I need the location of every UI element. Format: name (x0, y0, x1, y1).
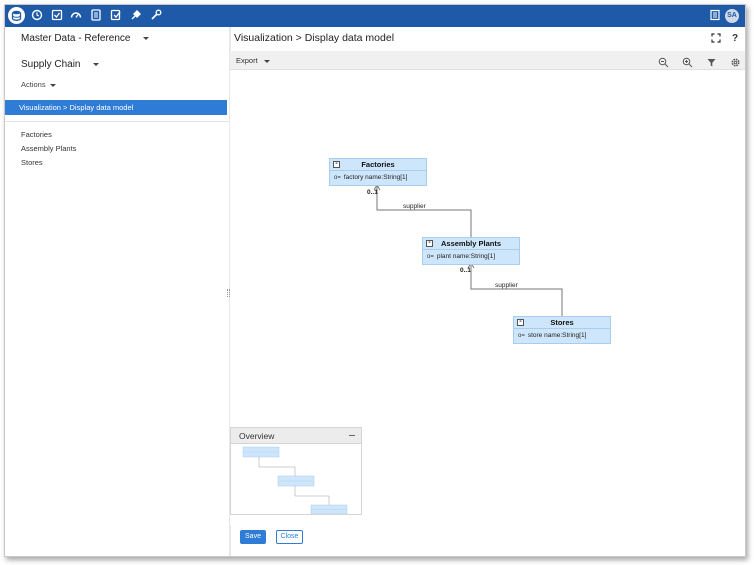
plug-icon[interactable] (130, 9, 144, 23)
checked-document-icon[interactable] (110, 9, 124, 23)
document-list-icon[interactable] (90, 9, 104, 23)
multiplicity-label: 0..1 (460, 267, 471, 274)
relation-label: supplier (403, 203, 426, 210)
relation-label: supplier (495, 282, 518, 289)
key-icon: o= (427, 254, 434, 260)
list-item-assembly-plants[interactable]: Assembly Plants (21, 144, 77, 153)
class-attribute: factory name:String[1] (343, 174, 408, 181)
zoom-in-icon[interactable] (682, 55, 693, 68)
model-select[interactable]: Master Data - Reference (21, 33, 150, 44)
collapse-icon[interactable]: - (517, 318, 524, 326)
export-menu[interactable]: Export (236, 56, 270, 65)
chevron-down-icon (49, 83, 56, 87)
diagram-toolbar: Export (230, 51, 745, 70)
zoom-out-icon[interactable] (658, 55, 669, 68)
class-attribute: store name:String[1] (527, 332, 587, 339)
nav-item-visualization[interactable]: Visualization > Display data model (5, 100, 227, 115)
key-icon: o= (518, 333, 525, 339)
minimize-icon[interactable] (349, 435, 355, 436)
actions-menu[interactable]: Actions (21, 80, 56, 89)
class-assembly-plants[interactable]: -Assembly Plants o=plant name:String[1] (422, 237, 520, 265)
class-stores[interactable]: - Stores o=store name:String[1] (513, 316, 611, 344)
class-factories[interactable]: - Factories o=factory name:String[1] (329, 158, 427, 186)
overview-header: Overview (231, 428, 361, 444)
app-window: SA Master Data - Reference Supply Chain … (4, 4, 746, 557)
actions-label: Actions (21, 80, 46, 89)
key-icon: o= (334, 175, 341, 181)
save-button[interactable]: Save (240, 530, 266, 544)
checkbox-icon[interactable] (51, 9, 65, 23)
list-item-stores[interactable]: Stores (21, 158, 43, 167)
left-panel: Master Data - Reference Supply Chain Act… (5, 27, 229, 556)
grid-icon[interactable] (709, 9, 723, 23)
collapse-icon[interactable]: - (426, 239, 433, 247)
clock-icon[interactable] (31, 9, 45, 23)
wrench-icon[interactable] (150, 9, 164, 23)
multiplicity-label: 0..1 (367, 189, 378, 196)
fullscreen-icon[interactable] (711, 33, 721, 46)
overview-title: Overview (239, 431, 275, 441)
class-name: Factories (361, 160, 395, 169)
class-attribute: plant name:String[1] (436, 253, 496, 260)
close-button[interactable]: Close (276, 530, 303, 544)
overview-panel: Overview (230, 427, 362, 515)
chevron-down-icon (93, 62, 100, 66)
resize-handle[interactable] (227, 289, 230, 297)
settings-icon[interactable] (730, 55, 741, 67)
dashboard-icon[interactable] (70, 9, 84, 23)
divider (5, 121, 229, 122)
database-icon[interactable] (8, 7, 25, 24)
model-select-label: Master Data - Reference (21, 33, 131, 44)
help-icon[interactable]: ? (732, 33, 739, 44)
user-avatar[interactable]: SA (725, 9, 739, 23)
class-name: Stores (550, 318, 574, 327)
overview-minimap[interactable] (231, 445, 361, 515)
entity-select[interactable]: Supply Chain (21, 59, 100, 70)
entity-select-label: Supply Chain (21, 59, 81, 70)
top-navigation-bar: SA (5, 5, 745, 27)
chevron-down-icon (263, 59, 270, 63)
list-item-factories[interactable]: Factories (21, 130, 52, 139)
page-title: Visualization > Display data model (234, 32, 395, 44)
chevron-down-icon (143, 36, 150, 40)
filter-icon[interactable] (706, 55, 717, 67)
collapse-icon[interactable]: - (333, 160, 340, 168)
class-name: Assembly Plants (440, 239, 502, 248)
export-label: Export (236, 56, 258, 65)
